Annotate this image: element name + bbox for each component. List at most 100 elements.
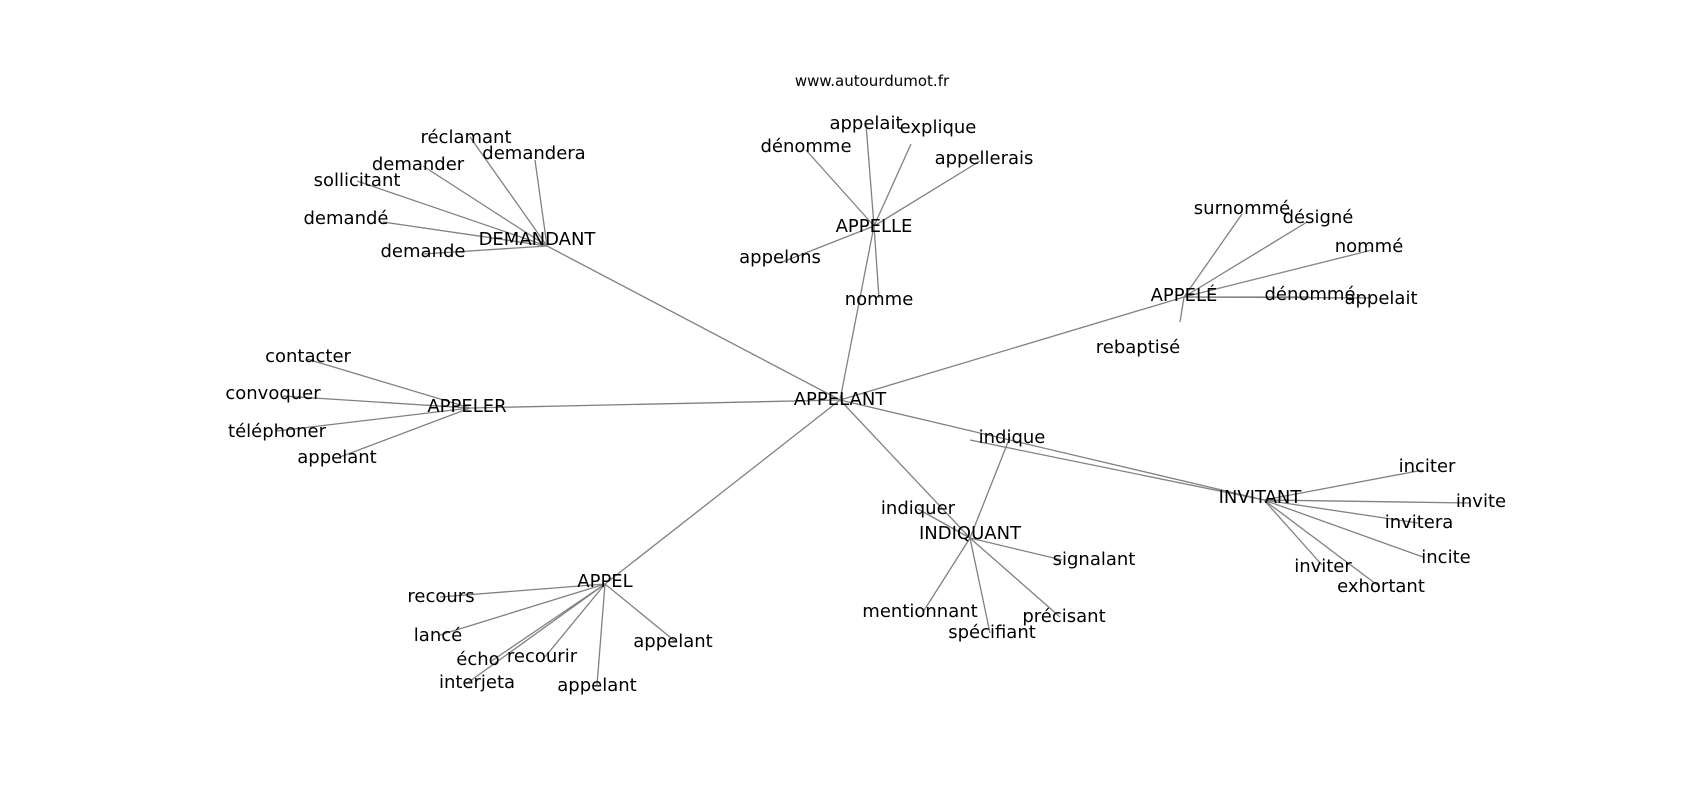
word-node-label: appelait <box>829 113 902 134</box>
word-node-label: écho <box>456 649 499 670</box>
word-node-label: appelait <box>1344 288 1417 309</box>
word-node-label: explique <box>900 117 977 138</box>
edge-demandant-to-word <box>422 165 548 247</box>
hub-node-label: INDIQUANT <box>919 523 1022 544</box>
edge-demandant-to-word <box>382 221 548 247</box>
edge-appelle-to-word <box>873 143 912 227</box>
edge-invitant-to-word <box>1263 499 1419 524</box>
word-node-label: mentionnant <box>862 601 977 622</box>
edge-appeler-to-word <box>306 358 471 409</box>
edge-appeler-to-word <box>339 407 471 458</box>
edge-appelle-to-word <box>865 123 875 227</box>
word-node-label: invite <box>1456 491 1506 512</box>
word-node-label: signalant <box>1053 549 1136 570</box>
edge-center-to-invitant <box>839 399 1265 501</box>
edge-center-to-appelle <box>839 225 875 401</box>
edge-center-to-indiquant <box>839 399 971 539</box>
word-node-label: dénommé <box>1264 284 1355 305</box>
word-node-label: désigné <box>1283 207 1354 228</box>
edge-center-to-appele <box>839 296 1185 401</box>
edge-invitant-to-word <box>1263 499 1424 558</box>
word-node-label: recours <box>407 586 474 607</box>
edge-center-to-demandant <box>546 245 841 401</box>
hub-node-label: INVITANT <box>1219 487 1303 508</box>
edge-appelle-to-word <box>779 225 875 264</box>
word-node-label: appelant <box>633 631 712 652</box>
word-node-label: invitera <box>1385 512 1454 533</box>
edge-indiquant-to-word <box>969 436 1011 539</box>
word-node-label: indiquer <box>881 498 956 519</box>
center-node-label: APPELANT <box>794 389 888 410</box>
word-node-label: sollicitant <box>314 170 401 191</box>
edge-indiquant-to-word <box>969 537 1061 618</box>
word-node-label: nomme <box>845 289 914 310</box>
edge-appelle-to-word <box>873 160 981 227</box>
edge-appeler-to-word <box>276 407 471 432</box>
edge-appelle-to-word <box>873 225 880 299</box>
edge-appel-to-word <box>544 583 606 658</box>
word-node-label: spécifiant <box>948 622 1036 643</box>
hub-node-label: APPELER <box>427 396 506 417</box>
word-node-label: incite <box>1421 547 1470 568</box>
edge-appel-to-word <box>465 583 606 685</box>
edges-layer <box>276 123 1471 686</box>
edge-demandant-to-word <box>356 180 548 247</box>
edge-appele-to-word <box>1179 296 1185 323</box>
hub-node-label: APPELLE <box>836 216 913 237</box>
word-node-label: demande <box>381 241 466 262</box>
edge-center-to-appel <box>604 399 841 585</box>
edge-appelle-to-word <box>805 149 875 227</box>
word-node-label: dénomme <box>760 136 851 157</box>
word-node-label: demandé <box>304 208 389 229</box>
word-node-label: demandera <box>482 143 585 164</box>
word-node-label: appelant <box>297 447 376 468</box>
word-node-label: inciter <box>1399 456 1456 477</box>
edge-appele-to-word <box>1183 296 1372 299</box>
edge-demandant-to-word <box>534 159 548 247</box>
site-url: www.autourdumot.fr <box>794 72 950 90</box>
edge-appele-to-word <box>1183 249 1373 298</box>
edge-indiquant-to-word <box>917 508 971 539</box>
word-node-label: téléphoner <box>228 421 327 442</box>
edge-appel-to-word <box>596 583 606 686</box>
edge-demandant-to-word <box>422 245 548 255</box>
edge-invitant-to-word <box>1263 499 1323 566</box>
edge-appele-to-word <box>1183 221 1308 298</box>
edge-indiquant-to-word <box>969 537 991 634</box>
edge-invitant-to-word <box>1263 499 1471 504</box>
word-node-label: interjeta <box>439 672 515 693</box>
edge-indiquant-to-word <box>922 537 971 613</box>
edge-appele-to-word <box>1183 213 1243 298</box>
edge-center-to-appeler <box>469 399 841 409</box>
word-node-label: rebaptisé <box>1096 337 1180 358</box>
edge-demandant-to-word <box>469 136 548 247</box>
word-node-label: indique <box>979 427 1046 448</box>
word-node-label: appelant <box>557 675 636 696</box>
word-node-label: exhortant <box>1337 576 1425 597</box>
word-node-label: précisant <box>1022 606 1105 627</box>
hub-node-label: APPEL <box>577 571 632 592</box>
word-node-label: appellerais <box>935 148 1034 169</box>
hub-node-label: DEMANDANT <box>479 229 597 250</box>
edge-appel-to-word <box>439 583 606 598</box>
word-node-label: recourir <box>507 646 578 667</box>
word-node-label: contacter <box>265 346 351 367</box>
edge-invitant-to-word <box>1263 469 1424 501</box>
word-node-label: surnommé <box>1194 198 1290 219</box>
edge-invitant-to-word <box>969 439 1265 501</box>
edge-appel-to-word <box>604 583 677 643</box>
edge-appeler-to-word <box>282 395 471 409</box>
word-node-label: nommé <box>1335 236 1404 257</box>
hub-node-label: APPELÉ <box>1151 284 1218 306</box>
edge-appel-to-word <box>439 583 606 636</box>
word-node-label: inviter <box>1294 556 1352 577</box>
word-node-label: réclamant <box>420 127 511 148</box>
word-node-label: lancé <box>414 625 462 646</box>
edge-invitant-to-word <box>1263 499 1381 588</box>
word-node-label: demander <box>372 154 465 175</box>
word-node-label: appelons <box>739 247 821 268</box>
word-node-label: convoquer <box>225 383 321 404</box>
edge-indiquant-to-word <box>969 537 1063 561</box>
